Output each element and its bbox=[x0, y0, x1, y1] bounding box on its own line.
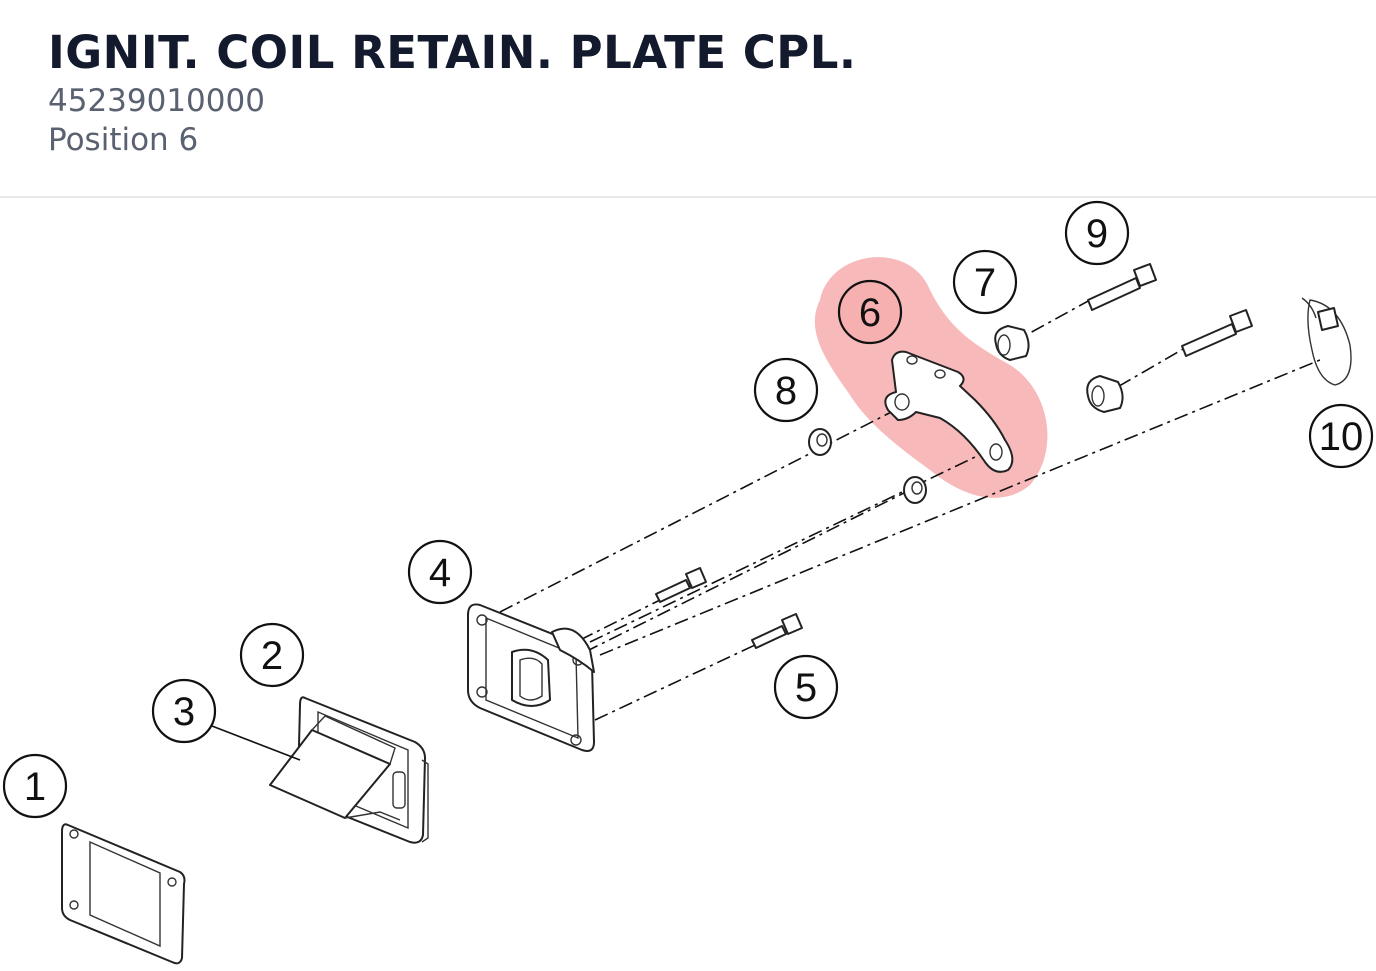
svg-text:5: 5 bbox=[795, 666, 817, 710]
part-10-hose-clamp bbox=[1301, 297, 1352, 386]
svg-text:7: 7 bbox=[974, 261, 996, 305]
part-9-bolts bbox=[1087, 263, 1253, 357]
part-number: 45239010000 bbox=[48, 83, 265, 119]
svg-text:8: 8 bbox=[775, 369, 797, 413]
part-3-reed-petals bbox=[269, 715, 401, 821]
callout-9[interactable]: 9 bbox=[1064, 200, 1130, 266]
part-8-bushings bbox=[808, 428, 927, 504]
callout-4[interactable]: 4 bbox=[407, 539, 473, 605]
position-label: Position 6 bbox=[48, 122, 199, 158]
svg-text:4: 4 bbox=[429, 551, 451, 595]
header: IGNIT. COIL RETAIN. PLATE CPL. 452390100… bbox=[0, 0, 1376, 198]
part-5-bolts bbox=[655, 567, 803, 649]
callout-3-leader bbox=[211, 725, 301, 761]
callout-10[interactable]: 10 bbox=[1308, 403, 1374, 469]
svg-text:9: 9 bbox=[1086, 212, 1108, 256]
svg-text:1: 1 bbox=[24, 765, 46, 809]
callout-2[interactable]: 2 bbox=[239, 622, 305, 688]
svg-text:2: 2 bbox=[261, 634, 283, 678]
part-6-retaining-plate bbox=[884, 350, 1014, 473]
diagram-svg: 1 2 3 4 5 6 7 8 bbox=[2, 200, 1374, 965]
exploded-diagram: 1 2 3 4 5 6 7 8 bbox=[0, 198, 1376, 967]
callout-8[interactable]: 8 bbox=[753, 357, 819, 423]
callout-5[interactable]: 5 bbox=[773, 654, 839, 720]
svg-text:6: 6 bbox=[859, 291, 881, 335]
svg-text:10: 10 bbox=[1319, 415, 1364, 459]
svg-text:3: 3 bbox=[173, 690, 195, 734]
callout-7[interactable]: 7 bbox=[952, 249, 1018, 315]
assembly-axes bbox=[499, 299, 1321, 721]
page-title: IGNIT. COIL RETAIN. PLATE CPL. bbox=[48, 26, 857, 79]
callout-3[interactable]: 3 bbox=[151, 678, 217, 744]
part-7-dampers bbox=[994, 325, 1124, 413]
part-1-gasket bbox=[61, 823, 186, 965]
callout-1[interactable]: 1 bbox=[2, 753, 68, 819]
part-4-intake-flange bbox=[467, 603, 595, 752]
callout-6[interactable]: 6 bbox=[837, 279, 903, 345]
